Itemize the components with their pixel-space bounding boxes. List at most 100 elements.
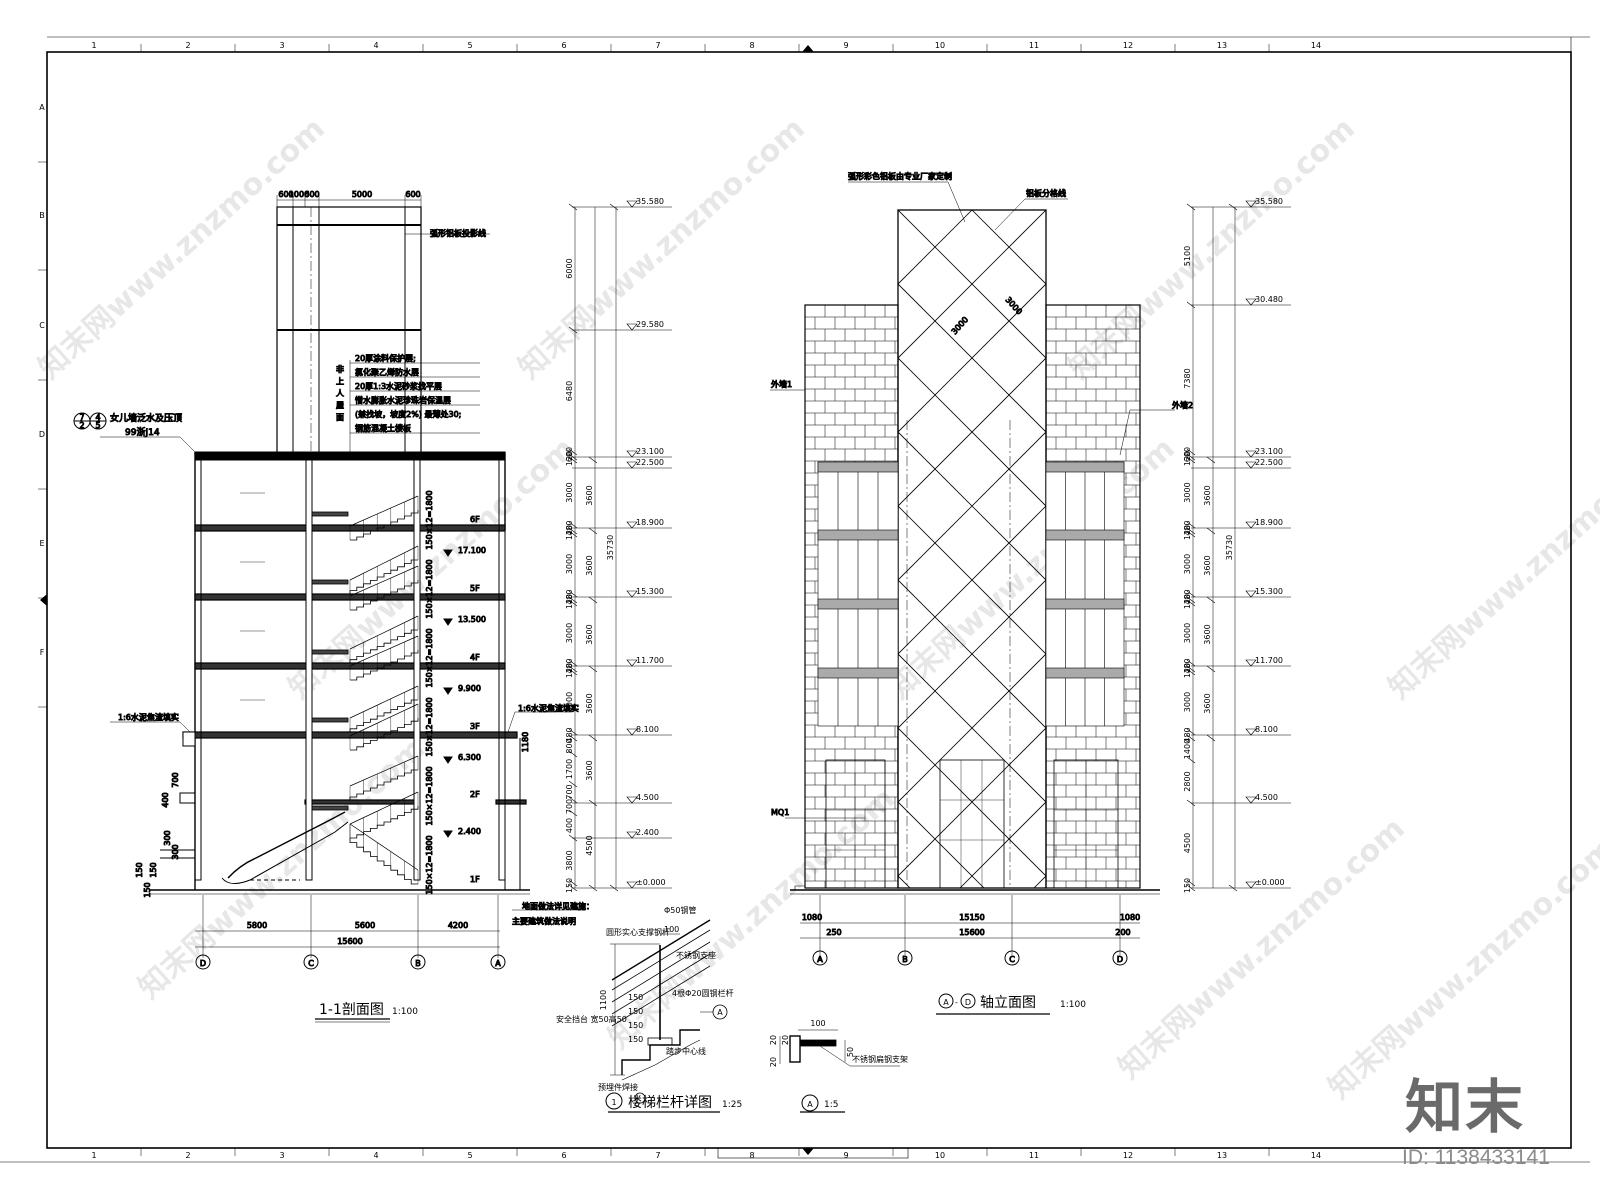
axis-label: B xyxy=(415,959,421,968)
dim-value: 3000 xyxy=(1183,692,1192,712)
panel-grid-line xyxy=(898,283,1046,433)
dim-tick xyxy=(568,599,578,607)
panel-grid-line xyxy=(124,210,824,910)
level-triangle xyxy=(443,687,453,695)
rail-label: 踏步中心线 xyxy=(666,1046,706,1056)
watermark-layer: 知末网www.znzmo.com 知末网www.znzmo.com 知末网www.z… xyxy=(32,111,1600,1106)
rail-label: 不锈钢支座 xyxy=(676,950,716,960)
level-value: 8.100 xyxy=(1255,725,1278,734)
elev-bottom-dim: 15150 xyxy=(959,913,984,922)
elev-bottom-dim: 1080 xyxy=(802,913,822,922)
level-value: 2.400 xyxy=(636,828,659,837)
window-spandrel xyxy=(817,667,899,679)
level-triangle xyxy=(1245,796,1257,804)
level-triangle xyxy=(626,450,638,458)
stair-landing xyxy=(311,649,349,655)
panel-grid-line xyxy=(898,653,1046,803)
dim-tick xyxy=(1186,799,1196,807)
axis-label: D xyxy=(200,959,206,968)
arc-label: 弧形铝板投影线 xyxy=(430,228,486,238)
dim-value: 120 xyxy=(1183,663,1192,678)
panel-grid-line xyxy=(898,210,1046,359)
panel-dim: 3000 xyxy=(1004,295,1024,316)
grid-col-label: 1 xyxy=(91,41,96,50)
watermark-text: 知末网www.znzmo.com xyxy=(1062,111,1362,386)
grid-row-label: D xyxy=(39,430,45,439)
rail-dim: 100 xyxy=(664,925,679,934)
axis-label: A xyxy=(817,955,823,964)
dim-value: 120 xyxy=(1183,451,1192,466)
floor-label: 5F xyxy=(470,584,480,593)
grid-row-label: C xyxy=(39,321,45,330)
stair-handrail xyxy=(349,823,419,871)
title-axis: D xyxy=(965,998,971,1007)
top-dim: 600 xyxy=(304,190,319,199)
level-value: 15.300 xyxy=(636,587,664,596)
title-axis-bubble xyxy=(960,993,976,1009)
level-value: ±0.000 xyxy=(636,878,666,887)
watermark-text: 知末网www.znzmo.com xyxy=(602,781,902,1056)
panel-grid-line xyxy=(0,210,306,910)
title-num-bubble xyxy=(801,1094,819,1112)
left-dim: 150 xyxy=(149,862,158,877)
section-scale: 1:100 xyxy=(392,1007,418,1017)
dim-tick xyxy=(568,728,578,736)
axis-label: B xyxy=(902,955,908,964)
floor-level: 2.400 xyxy=(458,827,481,836)
level-value: 4.500 xyxy=(636,793,659,802)
left-dim: 400 xyxy=(161,792,170,807)
level-triangle xyxy=(1245,590,1257,598)
axis-bubble xyxy=(1112,950,1128,966)
left-dim: 700 xyxy=(171,772,180,787)
top-dim: 600 xyxy=(278,190,293,199)
stair-handrail xyxy=(349,565,419,597)
dim-value: 3600 xyxy=(1203,693,1212,713)
level-triangle xyxy=(626,881,638,889)
level-value: 11.700 xyxy=(636,656,664,665)
floor-level: 6.300 xyxy=(458,753,481,762)
grid-row-label: B xyxy=(39,211,45,220)
dim-value: 3600 xyxy=(1203,485,1212,505)
dim-tick xyxy=(1186,728,1196,736)
dim-value: 1400 xyxy=(1183,739,1192,759)
axis-label: C xyxy=(308,959,314,968)
dim-tick xyxy=(588,596,598,604)
axis-bubble xyxy=(897,950,913,966)
bottom-dim: 4200 xyxy=(448,921,468,930)
dim-tick xyxy=(1186,599,1196,607)
parapet-ref: 99浙J14 xyxy=(125,426,160,438)
dim-tick xyxy=(1206,665,1216,673)
level-value: 22.500 xyxy=(636,458,664,467)
axis-bubble xyxy=(490,954,506,970)
dim-value: 3600 xyxy=(585,485,594,505)
title-axis-bubble xyxy=(938,993,954,1009)
rail-label: 安全挡台 宽50高50 xyxy=(556,1014,627,1024)
stair-landing xyxy=(311,511,349,517)
watermark-text: 知末网www.znzmo.com xyxy=(132,731,432,1006)
level-triangle xyxy=(443,549,453,557)
panel-grid-line xyxy=(898,431,1046,581)
dim-tick xyxy=(1186,456,1196,464)
floor-label: 3F xyxy=(470,722,480,731)
floor-label: 1F xyxy=(470,875,480,884)
dim-tick xyxy=(1186,665,1196,673)
dim-value: 4500 xyxy=(585,835,594,855)
level-triangle xyxy=(626,323,638,331)
roof-side-char: 上 xyxy=(336,377,344,386)
rail-label: 预埋件焊接 xyxy=(598,1082,638,1092)
panel-dim: 3000 xyxy=(950,315,970,336)
section-level-marks: 35.58029.58023.10022.50018.90015.30011.7… xyxy=(572,197,672,889)
elev-note-top: 铝板分格线 xyxy=(1026,188,1066,198)
dim-tick xyxy=(588,527,598,535)
dim-tick xyxy=(1206,527,1216,535)
roof-note: 氯化聚乙烯防水层 xyxy=(355,367,419,377)
grid-col-label: 11 xyxy=(1029,1151,1039,1160)
bubble-bottom: 5 xyxy=(95,421,100,430)
center-marker-bottom xyxy=(802,1148,814,1155)
dim-tick xyxy=(1186,521,1196,529)
level-triangle xyxy=(626,659,638,667)
panel-grid-line xyxy=(158,210,858,910)
